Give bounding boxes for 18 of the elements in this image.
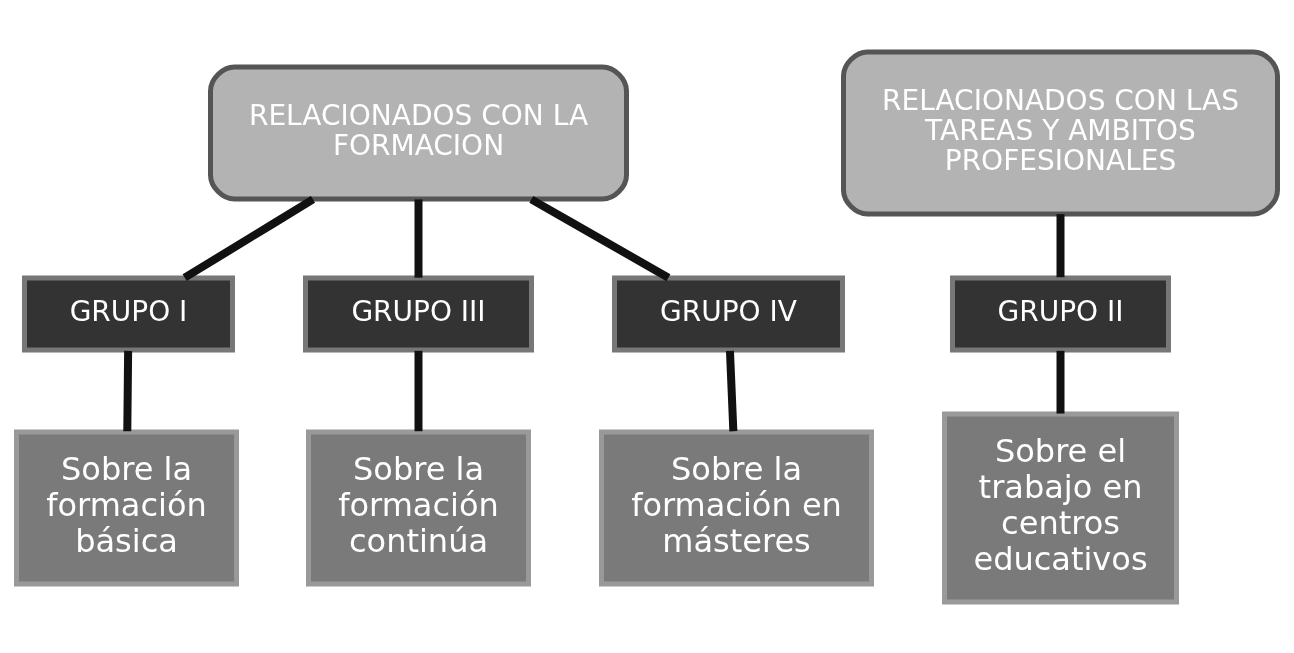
node-box: RELACIONADOS CON LAS TAREAS Y AMBITOS PROFESIONALES [841,49,1280,216]
connector [182,195,316,281]
node-box: GRUPO I [22,275,235,352]
node-box: Sobre la formación continúa [306,429,531,586]
node-box: GRUPO III [303,275,534,352]
connector [1056,213,1065,277]
node-box: RELACIONADOS CON LA FORMACION [208,64,629,201]
node-box: Sobre la formación en másteres [599,429,874,586]
node-box: Sobre el trabajo en centros educativos [942,411,1179,604]
node-box: GRUPO IV [612,275,845,352]
connector [123,350,133,431]
connector [1056,350,1065,414]
connector [725,350,738,431]
node-box: Sobre la formación básica [14,429,239,586]
connector [414,350,423,431]
connector [414,198,423,278]
node-box: GRUPO II [950,275,1171,352]
connector [529,195,671,281]
